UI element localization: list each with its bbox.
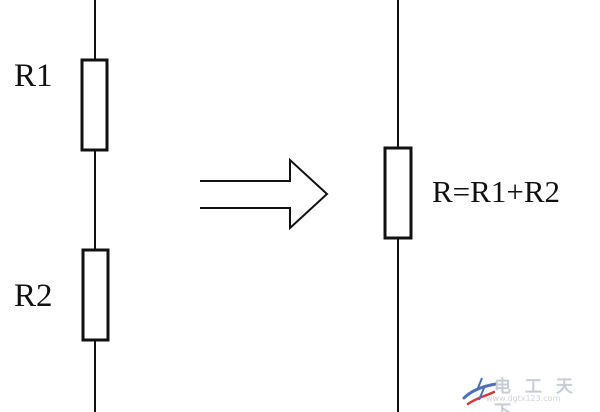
resistor-equivalent (383, 146, 413, 240)
equivalent-circuit (383, 0, 413, 412)
watermark: 电 工 天 下 www.dgtx123.com (460, 372, 600, 412)
watermark-title: 电 工 天 下 (494, 377, 577, 412)
resistor-r2 (81, 248, 110, 342)
label-r2: R2 (14, 278, 53, 314)
label-r1: R1 (14, 58, 53, 94)
label-equivalent-resistance: R=R1+R2 (432, 174, 560, 209)
equivalence-arrow (200, 157, 329, 231)
watermark-logo-icon (462, 377, 498, 406)
series-circuit (80, 0, 110, 412)
watermark-url: www.dgtx123.com (486, 394, 561, 403)
resistor-r1 (80, 58, 109, 152)
